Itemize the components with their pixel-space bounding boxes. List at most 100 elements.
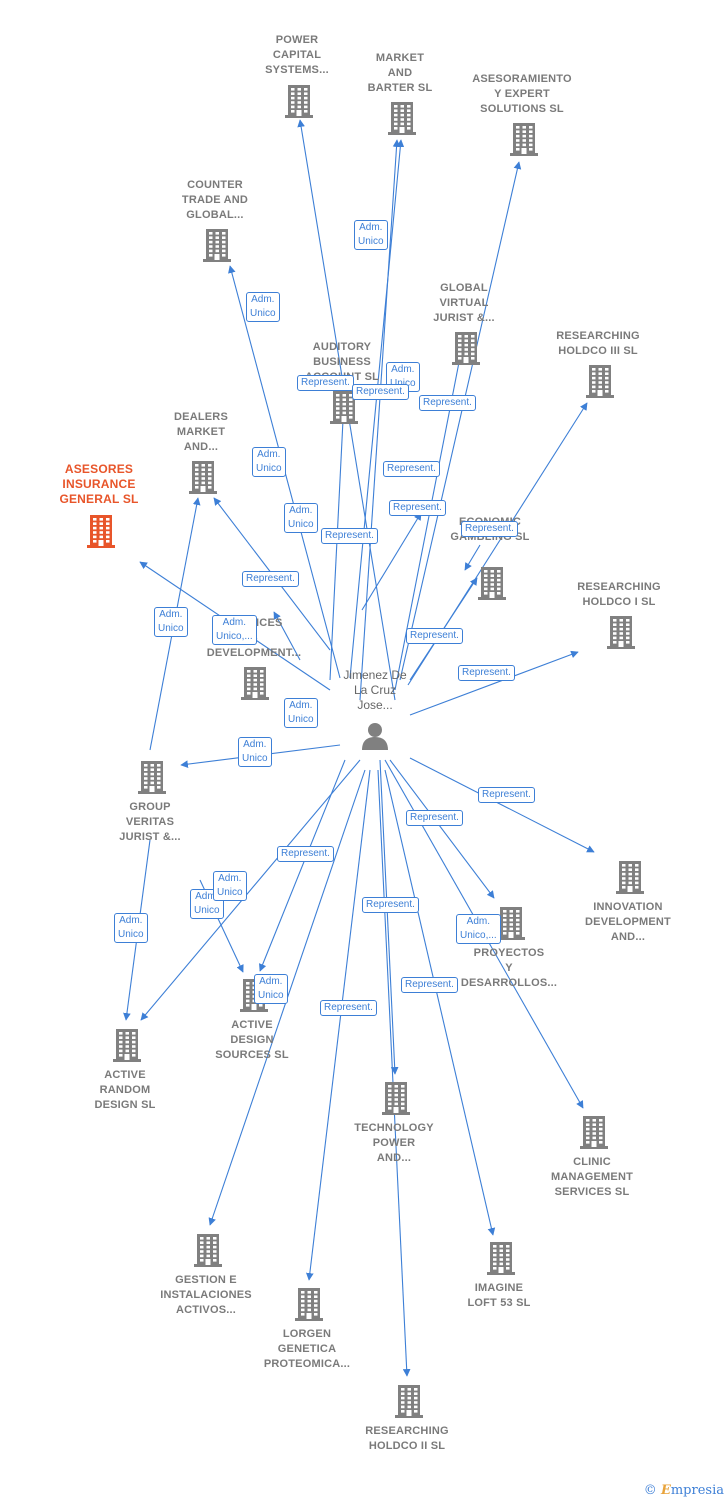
edge-arrow bbox=[359, 139, 401, 701]
company-node-proyectos[interactable]: PROYECTOS Y DESARROLLOS... bbox=[444, 946, 574, 991]
edge-label: Represent. bbox=[277, 846, 334, 862]
edge-arrow bbox=[379, 759, 399, 1075]
company-label: INNOVATION DEVELOPMENT AND... bbox=[585, 901, 671, 943]
edge-label: Represent. bbox=[389, 500, 446, 516]
building-icon bbox=[509, 122, 539, 161]
company-label: ASESORAMIENTO Y EXPERT SOLUTIONS SL bbox=[472, 73, 572, 115]
building-icon bbox=[451, 331, 481, 370]
edge-label: Represent. bbox=[362, 897, 419, 913]
edge-label: Adm. Unico bbox=[154, 607, 188, 637]
edge-arrow bbox=[409, 757, 595, 853]
company-label: IMAGINE LOFT 53 SL bbox=[467, 1282, 531, 1309]
edge-label: Represent. bbox=[320, 1000, 377, 1016]
company-label: ACTIVE DESIGN SOURCES SL bbox=[215, 1019, 289, 1061]
edge-label: Represent. bbox=[401, 977, 458, 993]
edge-label: Adm. Unico bbox=[246, 292, 280, 322]
edge-label: Adm. Unico bbox=[254, 974, 288, 1004]
company-label: RESEARCHING HOLDCO I SL bbox=[577, 581, 661, 608]
edge-label: Adm. Unico,... bbox=[456, 914, 501, 944]
company-node-power-capital[interactable]: POWER CAPITAL SYSTEMS... bbox=[232, 33, 362, 78]
edge-arrow bbox=[273, 611, 301, 661]
copyright-symbol: © bbox=[643, 1483, 657, 1498]
building-icon bbox=[387, 101, 417, 140]
edge-arrow bbox=[409, 650, 579, 716]
building-icon bbox=[193, 1233, 223, 1272]
building-icon bbox=[486, 1241, 516, 1280]
company-label: DEALERS MARKET AND... bbox=[174, 411, 228, 453]
edge-label: Represent. bbox=[383, 461, 440, 477]
company-node-active-design[interactable]: ACTIVE DESIGN SOURCES SL bbox=[187, 1018, 317, 1063]
company-node-dealers[interactable]: DEALERS MARKET AND... bbox=[136, 410, 266, 455]
company-node-gestion[interactable]: GESTION E INSTALACIONES ACTIVOS... bbox=[141, 1273, 271, 1318]
company-node-asesores[interactable]: ASESORES INSURANCE GENERAL SL bbox=[34, 462, 164, 507]
edge-label: Represent. bbox=[461, 521, 518, 537]
building-icon bbox=[579, 1115, 609, 1154]
edge-arrow bbox=[140, 759, 361, 1021]
company-label: MARKET AND BARTER SL bbox=[367, 52, 433, 94]
company-label: PROYECTOS Y DESARROLLOS... bbox=[460, 947, 558, 989]
edge-label: Represent. bbox=[478, 787, 535, 803]
edge-label: Adm. Unico bbox=[284, 698, 318, 728]
building-icon bbox=[294, 1287, 324, 1326]
edge-label: Represent. bbox=[321, 528, 378, 544]
edge-label: Represent. bbox=[242, 571, 299, 587]
building-icon bbox=[585, 364, 615, 403]
person-icon bbox=[362, 723, 388, 750]
company-label: ASESORES INSURANCE GENERAL SL bbox=[59, 462, 139, 506]
company-node-clinic[interactable]: CLINIC MANAGEMENT SERVICES SL bbox=[527, 1155, 657, 1200]
building-icon bbox=[606, 615, 636, 654]
company-label: LORGEN GENETICA PROTEOMICA... bbox=[263, 1328, 351, 1370]
building-icon bbox=[86, 514, 116, 553]
building-icon bbox=[496, 906, 526, 945]
brand-initial: E bbox=[660, 1483, 671, 1498]
edge-label: Represent. bbox=[406, 628, 463, 644]
company-label: POWER CAPITAL SYSTEMS... bbox=[265, 34, 329, 76]
building-icon bbox=[329, 390, 359, 429]
edge-label: Adm. Unico bbox=[114, 913, 148, 943]
company-node-innovation[interactable]: INNOVATION DEVELOPMENT AND... bbox=[563, 900, 693, 945]
edge-arrow bbox=[399, 161, 522, 681]
company-node-global-virtual[interactable]: GLOBAL VIRTUAL JURIST &... bbox=[399, 281, 529, 326]
edge-label: Represent. bbox=[406, 810, 463, 826]
company-label: GESTION E INSTALACIONES ACTIVOS... bbox=[160, 1274, 252, 1316]
building-icon bbox=[240, 666, 270, 705]
company-node-lorgen[interactable]: LORGEN GENETICA PROTEOMICA... bbox=[242, 1327, 372, 1372]
company-label: RESEARCHING HOLDCO II SL bbox=[365, 1425, 449, 1452]
building-icon bbox=[137, 760, 167, 799]
company-node-researching-i[interactable]: RESEARCHING HOLDCO I SL bbox=[554, 580, 684, 610]
building-icon bbox=[615, 860, 645, 899]
edge-label: Represent. bbox=[419, 395, 476, 411]
company-label: GLOBAL VIRTUAL JURIST &... bbox=[433, 282, 495, 324]
edge-arrow bbox=[384, 769, 496, 1236]
edge-label: Adm. Unico bbox=[354, 220, 388, 250]
building-icon bbox=[112, 1028, 142, 1067]
company-label: ACTIVE RANDOM DESIGN SL bbox=[94, 1069, 156, 1111]
building-icon bbox=[477, 566, 507, 605]
company-node-technology[interactable]: TECHNOLOGY POWER AND... bbox=[329, 1121, 459, 1166]
company-node-active-random[interactable]: ACTIVE RANDOM DESIGN SL bbox=[60, 1068, 190, 1113]
edge-arrow bbox=[306, 769, 371, 1281]
company-node-researching-iii[interactable]: RESEARCHING HOLDCO III SL bbox=[533, 329, 663, 359]
building-icon bbox=[394, 1384, 424, 1423]
edge-label: Represent. bbox=[297, 375, 354, 391]
person-node[interactable]: Jimenez De La Cruz Jose... bbox=[330, 668, 420, 758]
company-node-asesoramiento[interactable]: ASESORAMIENTO Y EXPERT SOLUTIONS SL bbox=[457, 72, 587, 117]
company-node-counter-trade[interactable]: COUNTER TRADE AND GLOBAL... bbox=[150, 178, 280, 223]
company-label: CLINIC MANAGEMENT SERVICES SL bbox=[550, 1156, 634, 1198]
company-node-researching-ii[interactable]: RESEARCHING HOLDCO II SL bbox=[342, 1424, 472, 1454]
edge-label: Represent. bbox=[458, 665, 515, 681]
company-label: RESEARCHING HOLDCO III SL bbox=[556, 330, 640, 357]
edge-arrow bbox=[349, 139, 405, 679]
edge-label: Represent. bbox=[352, 384, 409, 400]
building-icon bbox=[202, 228, 232, 267]
brand-watermark: © Empresia bbox=[644, 1483, 724, 1498]
company-label: COUNTER TRADE AND GLOBAL... bbox=[181, 179, 249, 221]
edge-label: Adm. Unico bbox=[213, 871, 247, 901]
edge-label: Adm. Unico,... bbox=[212, 615, 257, 645]
brand-name: mpresia bbox=[670, 1483, 724, 1498]
building-icon bbox=[188, 460, 218, 499]
company-node-group-veritas[interactable]: GROUP VERITAS JURIST &... bbox=[85, 800, 215, 845]
company-node-imagine[interactable]: IMAGINE LOFT 53 SL bbox=[434, 1281, 564, 1311]
company-node-market-barter[interactable]: MARKET AND BARTER SL bbox=[335, 51, 465, 96]
